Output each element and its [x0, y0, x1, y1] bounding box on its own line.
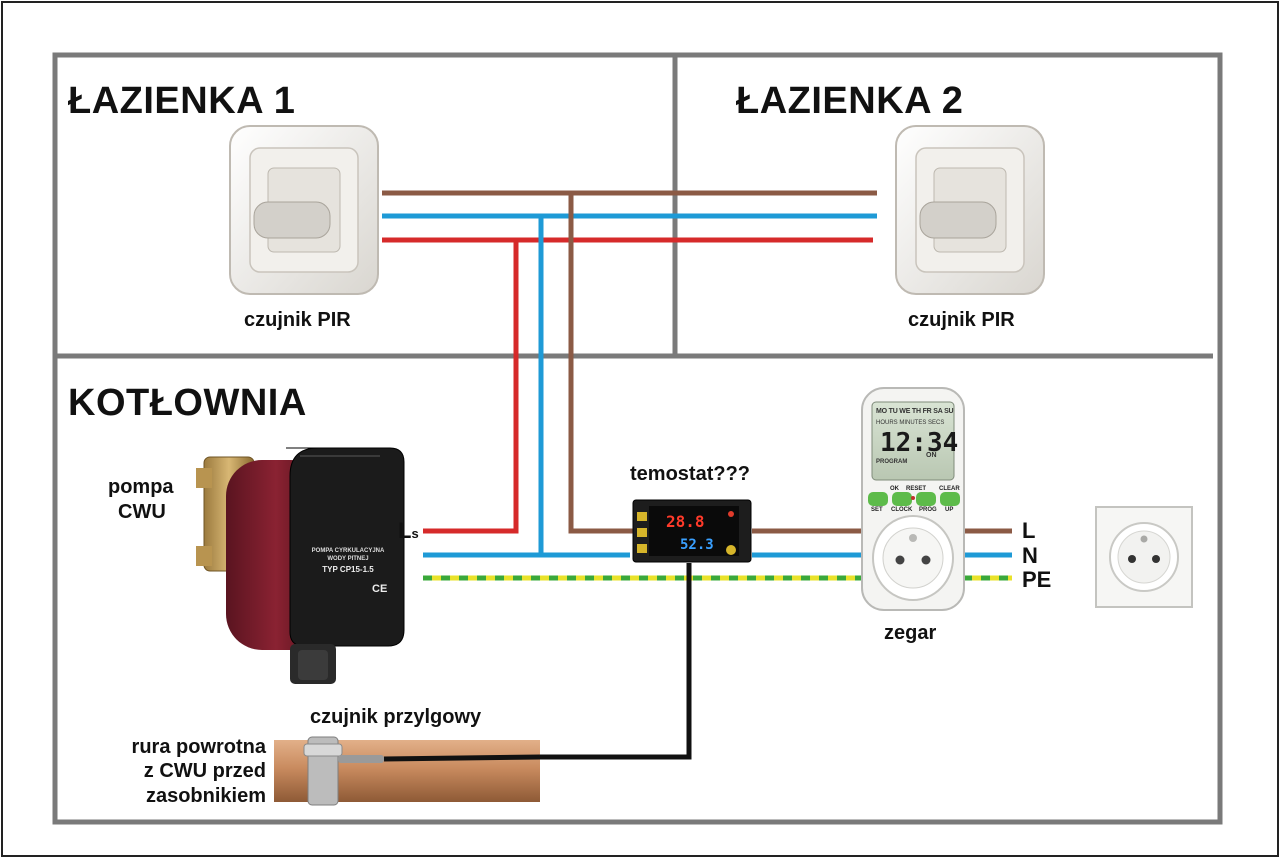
wall-socket — [1095, 506, 1193, 608]
pipe-label-line2: z CWU przed — [143, 760, 266, 782]
pump-label-line2: CWU — [118, 501, 166, 523]
wire-label-L: L — [1022, 518, 1036, 543]
timer-plug — [861, 387, 965, 611]
pump-plate-line2: WODY PITNEJ — [327, 556, 369, 562]
sensor-label: czujnik przylgowy — [310, 706, 482, 728]
pump-plate-model: TYP CP15-1.5 — [322, 565, 374, 574]
timer-btn-prog: PROG — [919, 507, 937, 513]
timer-time: 12:34 — [880, 428, 959, 458]
timer-days: MO TU WE TH FR SA SU — [876, 408, 954, 415]
thermostat-unit — [632, 499, 752, 563]
room-label-bath2: ŁAZIENKA 2 — [736, 80, 964, 122]
pir-sensor-1 — [229, 125, 379, 295]
thermostat-label: temostat??? — [630, 463, 750, 485]
pir-bus-wires — [382, 190, 877, 243]
room-label-boiler: KOTŁOWNIA — [68, 382, 307, 424]
timer-sub: HOURS MINUTES SECS — [876, 420, 945, 426]
timer-btn-clock: CLOCK — [891, 507, 913, 513]
wire-label-PE: PE — [1022, 567, 1052, 592]
pump-plate-ce: CE — [372, 583, 388, 595]
main-bus-wires — [423, 528, 1012, 581]
vertical-wires — [423, 193, 634, 555]
timer-btn-top-reset: RESET — [906, 486, 927, 492]
pir-sensor-2 — [895, 125, 1045, 295]
switched-live-wire — [423, 240, 519, 534]
live-to-thermostat-wire — [568, 193, 634, 534]
pir-label-1: czujnik PIR — [244, 309, 351, 331]
timer-btn-top-ok: OK — [890, 486, 899, 492]
pipe-label-line3: zasobnikiem — [145, 785, 266, 807]
return-pipe — [274, 736, 541, 806]
thermostat-display-top: 28.8 — [666, 512, 705, 531]
timer-btn-set: SET — [871, 507, 883, 513]
room-frame — [52, 52, 1223, 825]
pir-label-2: czujnik PIR — [908, 309, 1015, 331]
pump-label-line1: pompa — [108, 476, 174, 498]
timer-label: zegar — [884, 622, 937, 644]
pipe-label-line1: rura powrotna — [131, 736, 266, 758]
switched-live-label-main: L — [398, 518, 412, 543]
thermostat-display-bottom: 52.3 — [680, 537, 714, 553]
room-label-bath1: ŁAZIENKA 1 — [68, 80, 296, 122]
switched-live-label-sub: s — [411, 526, 419, 541]
circulation-pump — [196, 447, 405, 684]
switched-live-label: Ls — [398, 518, 419, 544]
timer-on: ON — [926, 452, 937, 459]
timer-btn-top-clear: CLEAR — [939, 486, 960, 492]
pump-plate-line1: POMPA CYRKULACYJNA — [311, 548, 385, 554]
timer-program: PROGRAM — [876, 459, 908, 465]
wire-label-N: N — [1022, 543, 1038, 568]
sensor-cable — [540, 563, 692, 760]
timer-btn-up: UP — [945, 507, 954, 513]
